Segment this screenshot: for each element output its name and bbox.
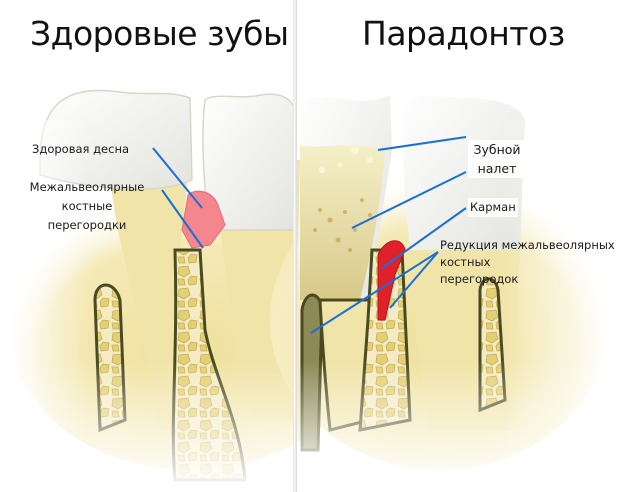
left-panel-art <box>0 89 370 492</box>
label-septa-reduction: Редукция межальвеолярных костных перегор… <box>440 238 615 286</box>
periodontosis-title: Парадонтоз <box>362 14 565 53</box>
right-panel-art <box>270 95 620 492</box>
label-healthy-gum: Здоровая десна <box>32 142 130 156</box>
leader-lines <box>152 136 467 334</box>
label-dental-plaque: Зубной налет <box>468 140 526 178</box>
label-pocket: Карман <box>468 198 518 217</box>
inflamed-gum-pocket-shape <box>377 240 406 321</box>
panel-divider <box>293 0 297 492</box>
label-interalveolar-septa: Межальвеолярные костные перегородки <box>29 180 145 232</box>
healthy-teeth-title: Здоровые зубы <box>30 14 289 53</box>
plaque-shape <box>300 145 385 300</box>
